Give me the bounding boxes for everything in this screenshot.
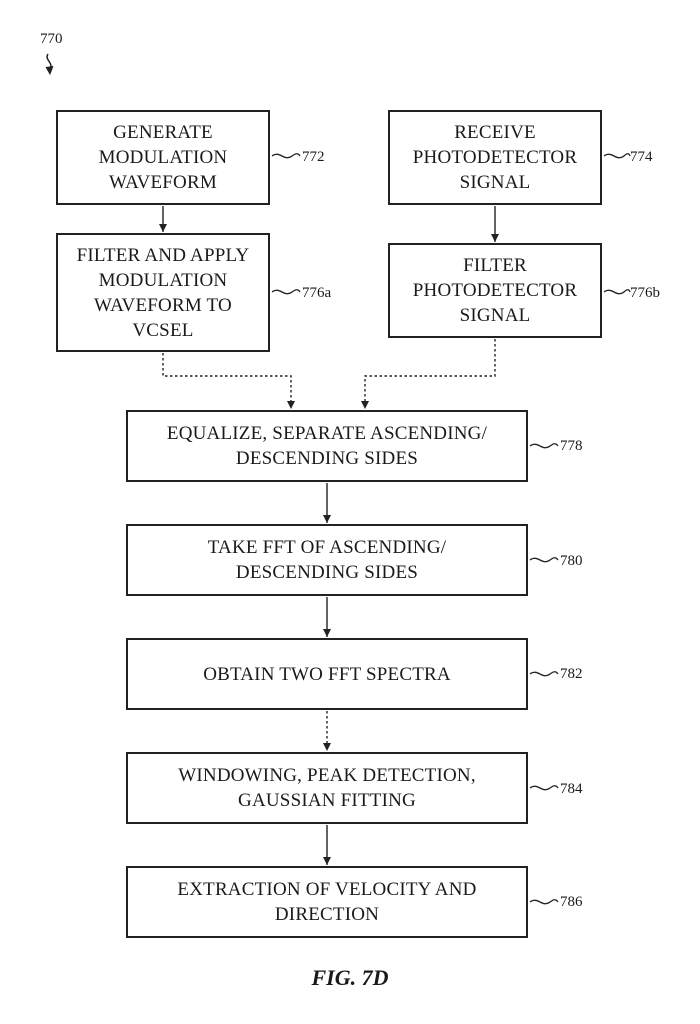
leader-784 — [529, 785, 559, 791]
ref-label-780: 780 — [560, 553, 583, 569]
step-label-780: TAKE FFT OF ASCENDING/ DESCENDING SIDES — [207, 537, 447, 583]
leader-778 — [529, 443, 559, 449]
step-label-776b: FILTER PHOTODETECTOR SIGNAL — [412, 255, 578, 326]
leader-780 — [529, 557, 559, 563]
step-label-784: WINDOWING, PEAK DETECTION, GAUSSIAN FITT… — [178, 765, 476, 811]
leader-776b — [603, 289, 631, 295]
step-box-786: EXTRACTION OF VELOCITY AND DIRECTION — [126, 866, 528, 938]
step-label-786: EXTRACTION OF VELOCITY AND DIRECTION — [177, 879, 477, 925]
step-label-774: RECEIVE PHOTODETECTOR SIGNAL — [412, 122, 578, 193]
leader-776a — [271, 289, 301, 295]
step-label-782: OBTAIN TWO FFT SPECTRA — [203, 663, 451, 685]
ref-label-776b: 776b — [630, 285, 660, 301]
ref-label-786: 786 — [560, 894, 583, 910]
step-box-784: WINDOWING, PEAK DETECTION, GAUSSIAN FITT… — [126, 752, 528, 824]
figure-ref-label: 770 — [40, 31, 63, 47]
step-box-782: OBTAIN TWO FFT SPECTRA — [126, 638, 528, 710]
step-label-776a: FILTER AND APPLY MODULATION WAVEFORM TO … — [76, 244, 250, 341]
ref-label-776a: 776a — [302, 285, 332, 301]
arrow-776b-to-778 — [361, 339, 496, 409]
step-box-780: TAKE FFT OF ASCENDING/ DESCENDING SIDES — [126, 524, 528, 596]
leader-774 — [603, 153, 631, 159]
ref-label-784: 784 — [560, 781, 583, 797]
leader-772 — [271, 153, 301, 159]
step-box-776a: FILTER AND APPLY MODULATION WAVEFORM TO … — [56, 233, 270, 352]
step-box-774: RECEIVE PHOTODETECTOR SIGNAL — [388, 110, 602, 205]
ref-label-772: 772 — [302, 149, 325, 165]
ref-label-778: 778 — [560, 438, 583, 454]
ref-label-782: 782 — [560, 666, 583, 682]
leader-786 — [529, 899, 559, 905]
figure-ref-arrow — [45, 53, 54, 76]
step-box-778: EQUALIZE, SEPARATE ASCENDING/ DESCENDING… — [126, 410, 528, 482]
step-box-772: GENERATE MODULATION WAVEFORM — [56, 110, 270, 205]
step-label-778: EQUALIZE, SEPARATE ASCENDING/ DESCENDING… — [166, 423, 488, 469]
arrow-776a-to-778 — [162, 353, 295, 409]
step-label-772: GENERATE MODULATION WAVEFORM — [98, 122, 228, 193]
figure-caption: FIG. 7D — [311, 965, 389, 990]
ref-label-774: 774 — [630, 149, 653, 165]
step-box-776b: FILTER PHOTODETECTOR SIGNAL — [388, 243, 602, 338]
leader-782 — [529, 671, 559, 677]
